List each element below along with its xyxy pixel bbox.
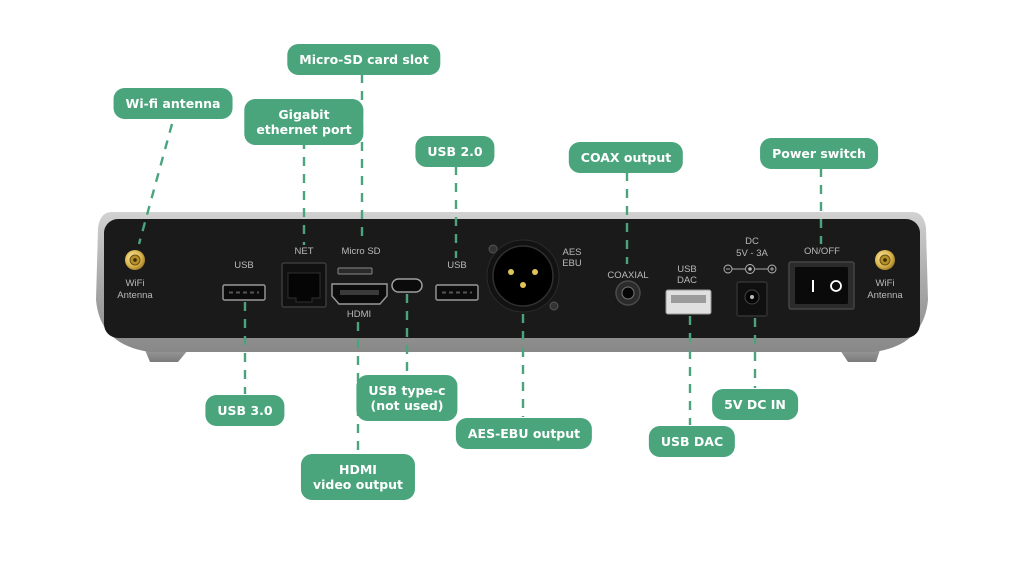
- callout-hdmi-line2: video output: [312, 477, 404, 492]
- usb-dac-label-1: USB: [677, 264, 697, 275]
- on-off-label: ON/OFF: [804, 246, 840, 257]
- callout-gigabit-line2: ethernet port: [256, 122, 352, 137]
- micro-sd-slot: [337, 267, 373, 275]
- callout-hdmi-video: HDMI video output: [300, 454, 416, 500]
- callout-micro-sd-slot: Micro-SD card slot: [287, 44, 441, 75]
- wifi-antenna-connector-left: [125, 250, 145, 270]
- dc-barrel-jack: [736, 281, 768, 317]
- callout-coax-text: COAX output: [580, 150, 672, 165]
- coaxial-port: [615, 280, 641, 306]
- aes-ebu-xlr-connector: [486, 239, 560, 313]
- callout-dc-in-text: 5V DC IN: [724, 397, 786, 412]
- callout-power-text: Power switch: [772, 146, 866, 161]
- callout-usb-dac-text: USB DAC: [660, 434, 724, 449]
- power-rocker-switch: [788, 261, 855, 310]
- dc-polarity-icon: [723, 264, 777, 274]
- net-label: NET: [295, 246, 314, 257]
- usb-dac-port: [665, 289, 712, 315]
- callout-usbc-line2: (not used): [370, 398, 444, 413]
- callout-dc-in: 5V DC IN: [712, 389, 798, 420]
- callout-usb30: USB 3.0: [205, 395, 285, 426]
- hdmi-label: HDMI: [347, 309, 371, 320]
- callout-connectors: [137, 74, 823, 453]
- callout-power-switch: Power switch: [760, 138, 878, 169]
- dc-rating-label: 5V - 3A: [736, 248, 768, 259]
- callout-gigabit-ethernet: Gigabit ethernet port: [244, 99, 364, 145]
- callout-aes-ebu-output: AES-EBU output: [455, 418, 593, 449]
- aes-label: AES: [562, 247, 581, 258]
- callout-usb-type-c: USB type-c (not used): [356, 375, 458, 421]
- callout-usbc-line1: USB type-c: [368, 383, 446, 398]
- callout-usb20: USB 2.0: [415, 136, 495, 167]
- micro-sd-label: Micro SD: [341, 246, 380, 257]
- callout-usb30-text: USB 3.0: [217, 403, 273, 418]
- wifi-right-label-2: Antenna: [867, 290, 903, 301]
- usb-2-port: [435, 284, 479, 301]
- callout-wifi-antenna-text: Wi-fi antenna: [125, 96, 221, 111]
- connector-wifi: [137, 123, 174, 245]
- ebu-label: EBU: [562, 258, 582, 269]
- wifi-left-label-2: Antenna: [117, 290, 153, 301]
- callout-usb-dac: USB DAC: [648, 426, 736, 457]
- usb-mid-label: USB: [447, 260, 467, 271]
- hdmi-port: [331, 283, 388, 305]
- callout-micro-sd-text: Micro-SD card slot: [299, 52, 429, 67]
- callout-gigabit-line1: Gigabit: [278, 107, 330, 122]
- usb-dac-label-2: DAC: [677, 275, 697, 286]
- wifi-antenna-connector-right: [875, 250, 895, 270]
- usb-3-port: [222, 284, 266, 301]
- ethernet-port: [281, 262, 327, 308]
- usb-c-port: [391, 278, 423, 293]
- wifi-right-label-1: WiFi: [876, 278, 895, 289]
- callout-usb20-text: USB 2.0: [427, 144, 483, 159]
- callout-wifi-antenna: Wi-fi antenna: [113, 88, 233, 119]
- coaxial-label: COAXIAL: [607, 270, 648, 281]
- callout-coax-output: COAX output: [568, 142, 684, 173]
- dc-label: DC: [745, 236, 759, 247]
- callout-hdmi-line1: HDMI: [339, 462, 377, 477]
- callout-aes-ebu-text: AES-EBU output: [467, 426, 581, 441]
- usb-left-label: USB: [234, 260, 254, 271]
- wifi-left-label-1: WiFi: [126, 278, 145, 289]
